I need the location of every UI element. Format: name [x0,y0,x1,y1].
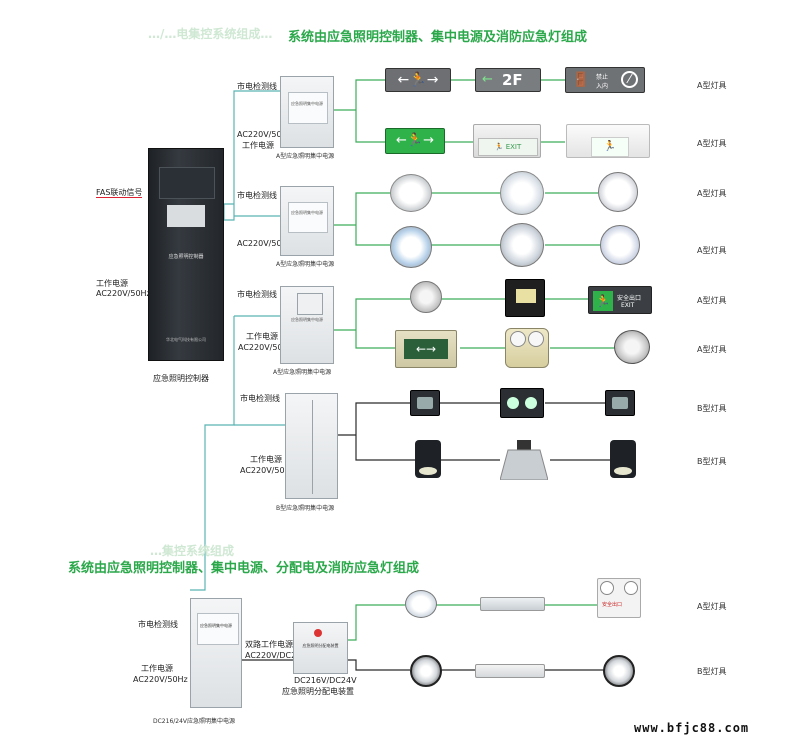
branch-a3 [334,298,615,349]
bottom-twin-emergency-light: 安全出口 [597,578,641,618]
distribution-label-2: 应急照明分配电装置 [282,687,354,696]
controller-maker: 华北电气科技有限公司 [166,337,206,342]
type-label-row3: A型灯具 [697,189,727,198]
prohibited-icon: ⁄ [621,71,638,88]
unit3-cabinet: 应急照明集中电源 [280,286,334,364]
faded-title-bottom: …集控系统组成 [150,544,235,558]
cylinder-downlight-2 [610,440,636,478]
exit-sign-bidirectional: ←🏃→ [385,68,451,92]
system-title-top: 系统由应急照明控制器、集中电源及消防应急灯组成 [288,30,588,45]
downlight-1 [390,174,432,212]
type-label-row5: A型灯具 [697,296,727,305]
explosion-proof-light [614,330,650,364]
controller-keypad [167,205,205,227]
cylinder-downlight-1 [415,440,441,478]
controller-power-label-2: AC220V/50Hz [96,289,151,298]
explosion-proof-exit-sign: ←→ [395,330,457,368]
type-label-bottom-a: A型灯具 [697,602,727,611]
unit1-mains-label: 市电检测线 [237,82,277,91]
unit1-work-label-2: 工作电源 [242,141,274,150]
distribution-label-1: DC216V/DC24V [294,676,357,685]
floor-label: 2F [502,71,523,89]
unit3-caption: A型应急照明集中电源 [273,369,332,376]
branch-a2 [334,192,600,246]
unit2-work-label-1: AC220V/50Hz [237,239,292,248]
highbay-light [499,440,549,481]
controller-cabinet: 应急照明控制器 华北电气科技有限公司 [148,148,224,361]
unit3-work-label-1: 工作电源 [246,332,278,341]
unit2-caption: A型应急照明集中电源 [276,261,335,268]
twin-head-emergency-light [505,328,549,368]
unit1-work-label-1: AC220V/50Hz [237,130,292,139]
controller-panel-text: 应急照明控制器 [168,254,204,260]
distribution-box: 应急照明分配电装置 [293,622,348,674]
bus-line [204,90,280,530]
dome-light-2 [500,223,544,267]
type-label-bottom-b: B型灯具 [697,667,727,676]
safe-exit-sign: 🏃 安全出口 EXIT [588,286,652,314]
unit3-window [297,293,323,315]
fas-signal-label: FAS联动信号 [96,188,143,198]
type-label-row6: A型灯具 [697,345,727,354]
bottom-power-cabinet: 应急照明集中电源 [190,598,242,708]
ceiling-exit-sign: 🏃 EXIT [473,124,541,158]
dual-power-label-1: 双路工作电源 [245,640,293,649]
ceiling-light-2 [600,225,640,265]
flood-light-black [505,279,545,317]
bottom-led-spot-2 [603,655,635,687]
unit4-work-label-2: AC220V/50Hz [240,466,295,475]
unit3-work-label-2: AC220V/50Hz [238,343,293,352]
unit4-work-label-1: 工作电源 [250,455,282,464]
bottom-mains-label: 市电检测线 [138,620,178,629]
bottom-tube-light [480,597,545,611]
type-label-row1: A型灯具 [697,81,727,90]
bottom-caption: DC216/24V应急照明集中电源 [153,718,236,725]
bottom-linear-light [475,664,545,678]
dome-light-1 [500,171,544,215]
controller-caption: 应急照明控制器 [153,374,209,383]
unit4-cabinet [285,393,338,499]
floodlight-double [500,388,544,418]
bottom-branch-a [348,604,598,641]
floodlight-2 [605,390,635,416]
green-exit-sign: ←🏃→ [385,128,445,154]
unit2-mains-label: 市电检测线 [237,191,277,200]
flush-light [410,281,442,313]
bottom-led-spot-1 [410,655,442,687]
dual-power-label-2: AC220V/DC24V [245,651,307,660]
floor-indicator-sign: ← 2F [475,68,541,92]
system-title-bottom: 系统由应急照明控制器、集中电源、分配电及消防应急灯组成 [68,561,420,576]
bus-line-bottom [190,530,206,591]
unit3-mains-label: 市电检测线 [237,290,277,299]
unit4-caption: B型应急照明集中电源 [276,505,335,512]
downlight-2 [390,226,432,268]
unit4-mains-label: 市电检测线 [240,394,280,403]
faded-title-top: …/…电集控系统组成… [148,27,273,41]
ceiling-light-1 [598,172,638,212]
controller-screen [159,167,215,199]
unit2-cabinet: 应急照明集中电源 [280,186,334,256]
type-label-row2: A型灯具 [697,139,727,148]
ceiling-exit-sign-2: 🏃 [566,124,650,158]
bottom-branch-b [348,659,605,671]
unit1-caption: A型应急照明集中电源 [276,153,335,160]
footer-url: www.bfjc88.com [634,721,750,735]
branch-b [338,402,610,461]
bottom-work-label-1: 工作电源 [141,664,173,673]
bottom-downlight [405,590,437,618]
controller-power-label-1: 工作电源 [96,279,128,288]
type-label-row8: B型灯具 [697,457,727,466]
floodlight-1 [410,390,440,416]
bottom-work-label-2: AC220V/50Hz [133,675,188,684]
type-label-row4: A型灯具 [697,246,727,255]
type-label-row7: B型灯具 [697,404,727,413]
no-entry-sign: 🚪 禁止 入内 ⁄ [565,67,645,93]
unit1-cabinet: 应急照明集中电源 [280,76,334,148]
